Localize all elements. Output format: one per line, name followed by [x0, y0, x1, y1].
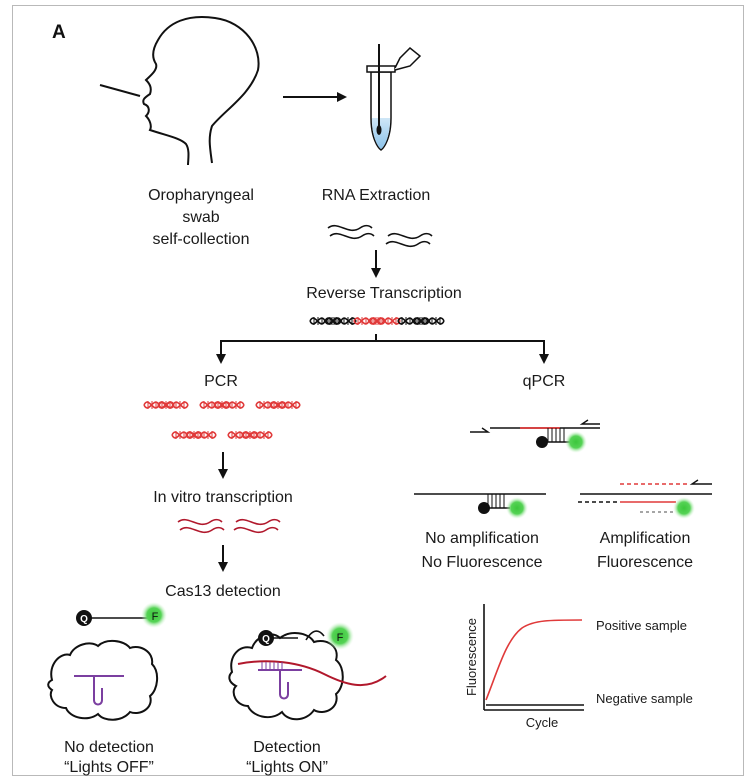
reporter-probe: Q F	[76, 602, 167, 628]
rt-label: Reverse Transcription	[306, 285, 462, 302]
positive-curve	[485, 619, 583, 701]
swab-label-3: self-collection	[153, 231, 250, 248]
cas13-label: Cas13 detection	[165, 583, 281, 600]
cas13-inactive	[47, 640, 158, 721]
branch-arrows	[216, 334, 549, 364]
pcr-amplicons	[143, 400, 301, 440]
rna-strands-black	[327, 224, 433, 248]
amp-label-2: Fluorescence	[597, 554, 693, 571]
qpcr-amplification	[578, 479, 712, 519]
swab-label-1: Oropharyngeal	[148, 187, 254, 204]
head-icon	[99, 16, 260, 166]
negative-sample-label: Negative sample	[596, 691, 693, 706]
fluorophore-label: F	[152, 611, 159, 623]
plot-xlabel: Cycle	[526, 715, 559, 730]
taqman-probe-bound	[470, 419, 600, 453]
pcr-label: PCR	[204, 373, 238, 390]
cdna-helix	[309, 316, 445, 326]
quencher-label-2: Q	[262, 634, 270, 645]
no-detection-label-2: “Lights OFF”	[64, 759, 154, 776]
rna-extraction-label: RNA Extraction	[322, 187, 430, 204]
no-detection-label-1: No detection	[64, 739, 154, 756]
ivt-label: In vitro transcription	[153, 489, 293, 506]
detection-label-2: “Lights ON”	[246, 759, 328, 776]
plot-ylabel: Fluorescence	[464, 618, 479, 696]
positive-sample-label: Positive sample	[596, 618, 687, 633]
rna-strands-red	[177, 518, 281, 534]
qpcr-no-amplification	[414, 493, 546, 519]
cas13-active: Q F	[228, 622, 387, 721]
amplification-plot: Fluorescence Cycle Positive sample Negat…	[464, 604, 693, 730]
fluorophore-label-2: F	[337, 632, 344, 644]
no-amp-label-2: No Fluorescence	[422, 554, 543, 571]
quencher-label: Q	[80, 614, 88, 625]
amp-label-1: Amplification	[600, 530, 691, 547]
detection-label-1: Detection	[253, 739, 321, 756]
swab-label-2: swab	[182, 209, 219, 226]
no-amp-label-1: No amplification	[425, 530, 539, 547]
qpcr-label: qPCR	[523, 373, 566, 390]
tube-icon	[366, 44, 422, 151]
panel-label: A	[52, 22, 66, 43]
